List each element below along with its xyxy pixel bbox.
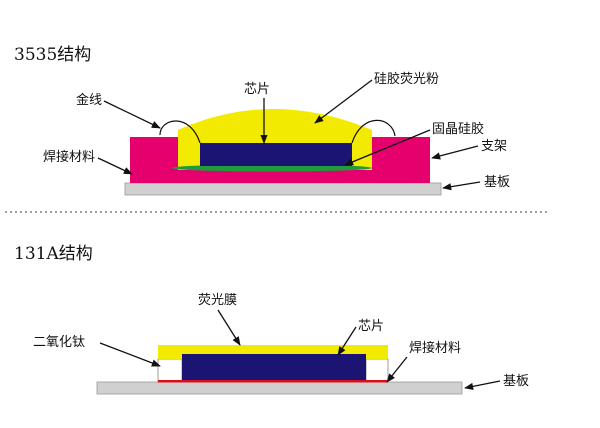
arrow-silicone-phosphor xyxy=(314,79,373,124)
label-bracket: 支架 xyxy=(481,139,507,154)
label-gold-wire: 金线 xyxy=(76,92,102,108)
chip-3535 xyxy=(200,143,352,166)
solder-131a xyxy=(158,380,388,383)
tio2-right xyxy=(365,358,389,383)
section2-title: 131A结构 xyxy=(14,244,93,264)
label-chip-131a: 芯片 xyxy=(358,319,384,334)
bracket-3535 xyxy=(130,137,430,183)
arrow-solder-3535 xyxy=(97,157,133,175)
arrow-gold-wire xyxy=(103,100,161,129)
die-attach-layer xyxy=(172,164,372,172)
label-die-attach: 固晶硅胶 xyxy=(432,121,484,137)
label-solder-3535: 焊接材料 xyxy=(43,149,95,165)
label-solder-131a: 焊接材料 xyxy=(409,340,461,356)
structure-131a xyxy=(96,345,463,395)
arrow-substrate-3535 xyxy=(442,181,481,191)
arrow-substrate-131a xyxy=(464,380,501,390)
arrow-tio2 xyxy=(99,342,161,367)
substrate-3535 xyxy=(124,182,442,196)
tio2-left xyxy=(157,358,183,383)
chip-131a xyxy=(182,354,366,380)
arrow-chip-131a xyxy=(337,326,357,356)
structure-3535 xyxy=(124,109,442,196)
label-substrate-131a: 基板 xyxy=(503,374,529,389)
label-chip-3535: 芯片 xyxy=(244,82,270,97)
label-silicone-phosphor: 硅胶荧光粉 xyxy=(374,71,439,87)
label-phosphor-film: 荧光膜 xyxy=(198,293,237,308)
arrow-phosphor-film xyxy=(217,309,241,346)
arrow-solder-131a xyxy=(386,356,408,383)
section1-title: 3535结构 xyxy=(14,45,91,65)
label-tio2: 二氧化钛 xyxy=(33,335,85,350)
label-substrate-3535: 基板 xyxy=(484,175,510,190)
gold-wire-right xyxy=(351,119,396,144)
gold-wire-left xyxy=(159,120,201,144)
arrow-bracket xyxy=(431,145,479,160)
arrow-die-attach xyxy=(344,129,431,166)
substrate-131a xyxy=(96,381,463,395)
